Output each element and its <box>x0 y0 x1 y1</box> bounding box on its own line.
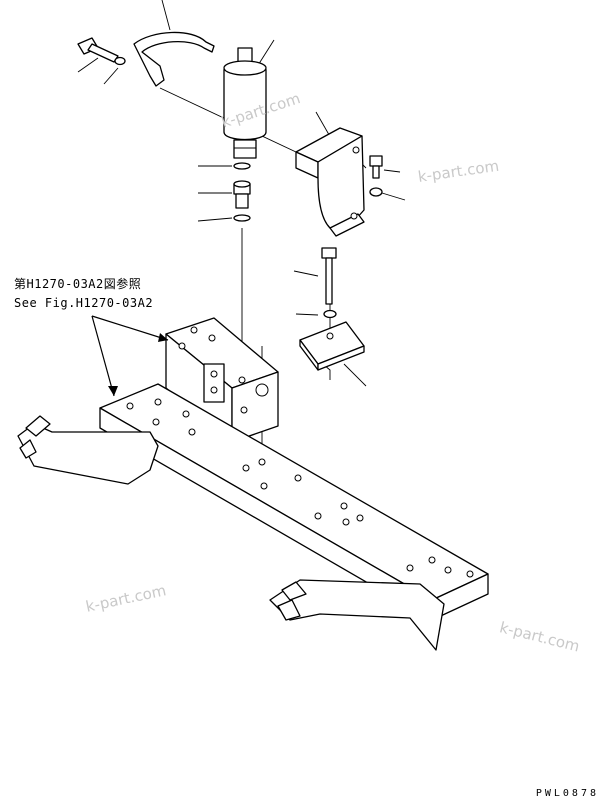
o-ring-lower <box>233 214 251 222</box>
washer-top-left <box>114 56 126 66</box>
frame-arm-left <box>17 415 159 485</box>
bolt-bracket <box>369 155 383 179</box>
washer-bracket <box>369 187 383 197</box>
valve-block <box>165 317 279 443</box>
washer-long-bolt <box>323 309 337 319</box>
frame-arm-right <box>269 579 445 651</box>
figure-reference-japanese: 第H1270-03A2図参照 <box>14 277 142 291</box>
figure-reference-english: See Fig.H1270-03A2 <box>14 296 154 310</box>
bolt-long <box>321 247 337 305</box>
document-code: PWL0878 <box>535 788 599 799</box>
leader-lines <box>77 0 406 387</box>
bolt-top-left <box>77 37 119 63</box>
frame <box>99 383 489 621</box>
plate <box>299 321 365 371</box>
connector <box>233 180 251 209</box>
accumulator <box>223 47 267 159</box>
reference-arrows <box>91 315 169 397</box>
bracket <box>295 127 365 237</box>
o-ring-upper <box>233 162 251 170</box>
band <box>133 31 215 87</box>
